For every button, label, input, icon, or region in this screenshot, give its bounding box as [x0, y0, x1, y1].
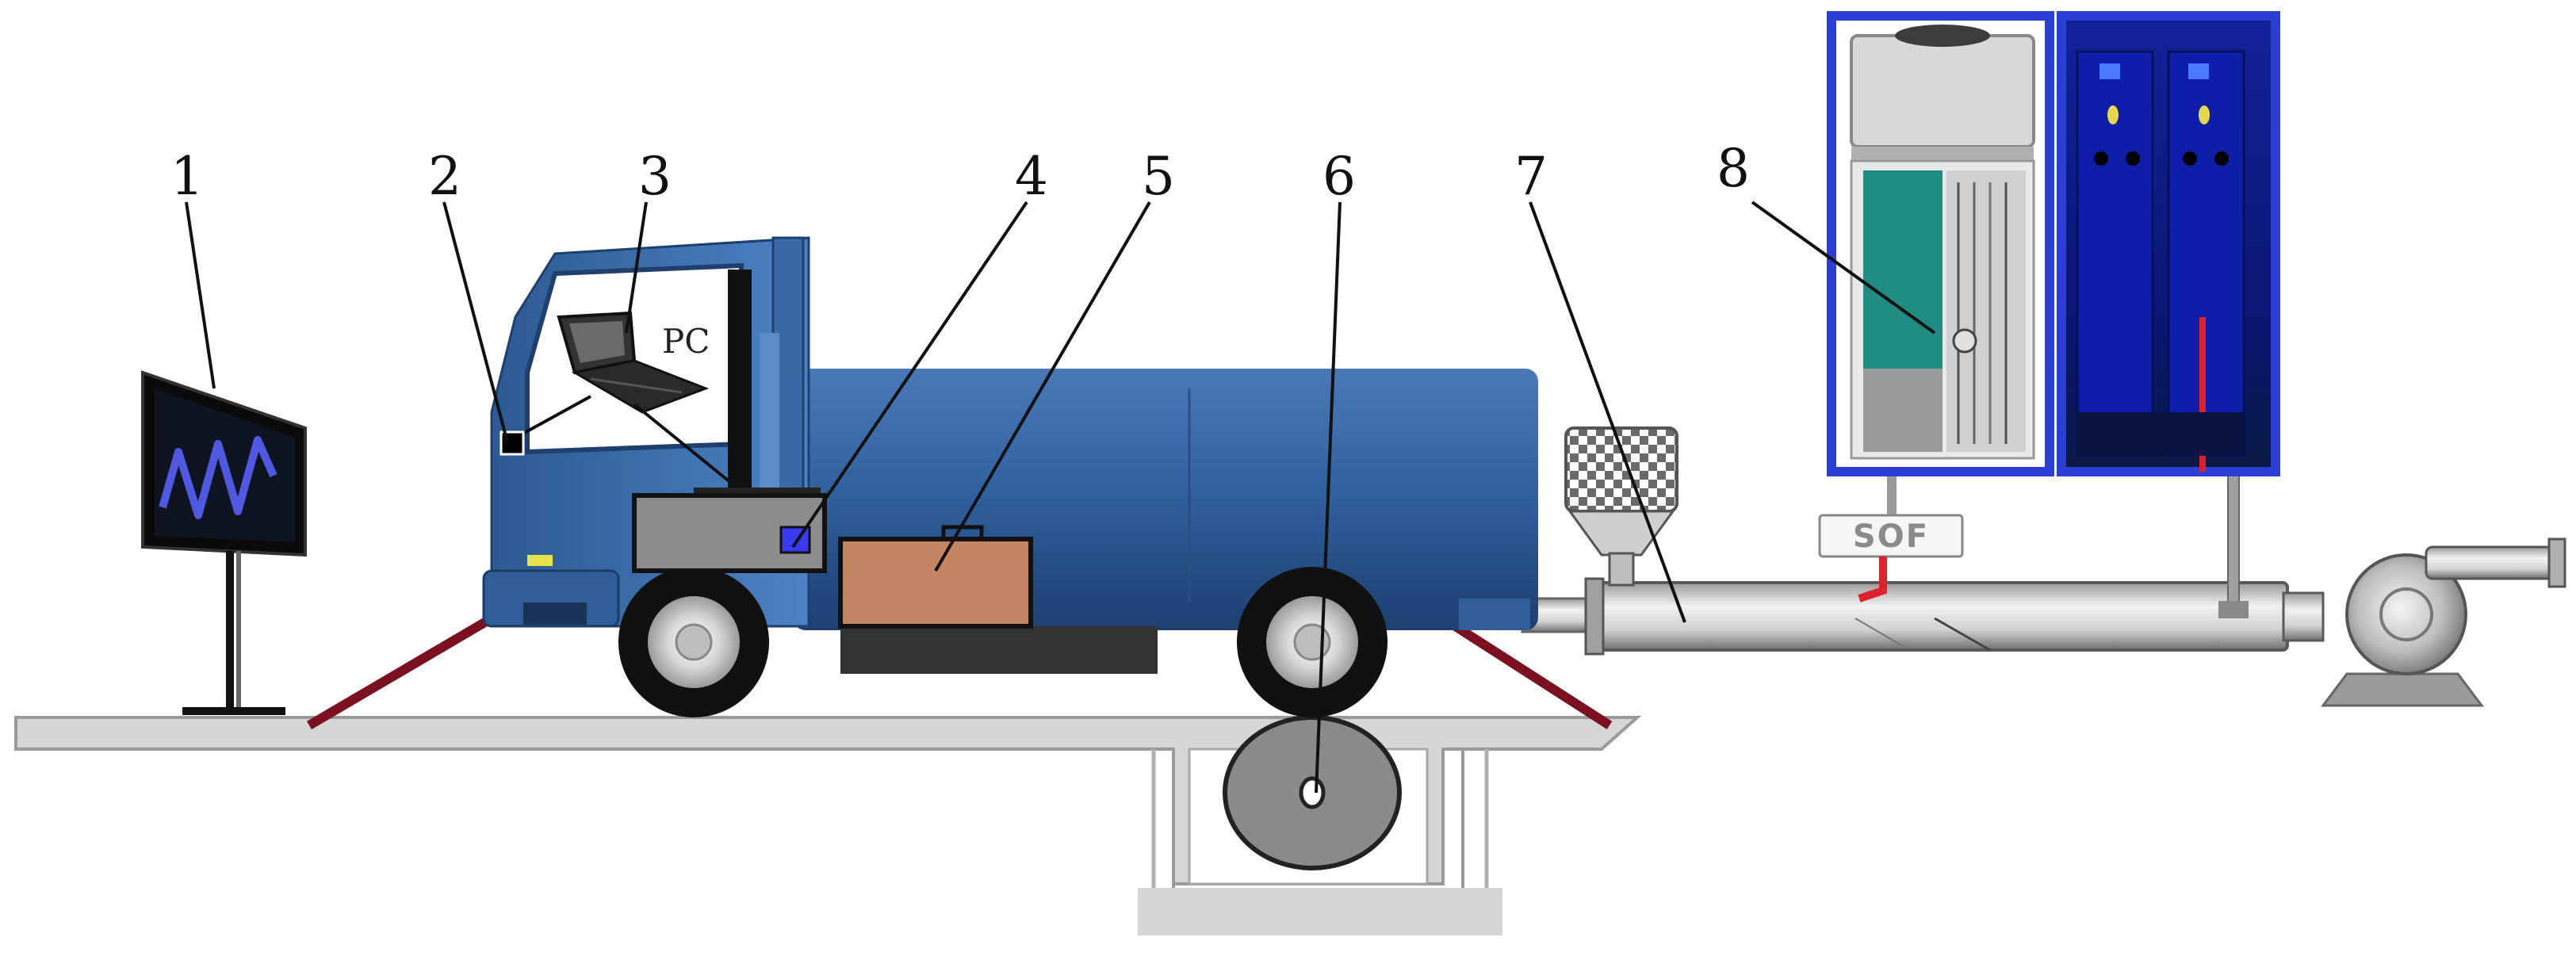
- ground-track: [14, 716, 1642, 935]
- truck-icon: [482, 236, 1538, 717]
- filter-icon: [1564, 426, 1678, 587]
- sof-label: SOF: [1853, 518, 1929, 555]
- callout-3: 3: [638, 146, 672, 207]
- brown-box: [838, 525, 1033, 629]
- monitor-icon: [141, 370, 307, 715]
- measurement-box: [632, 488, 827, 573]
- callout-7: 7: [1514, 146, 1548, 207]
- callout-6: 6: [1322, 146, 1356, 207]
- callout-4: 4: [1015, 146, 1048, 207]
- rear-ramp: [1440, 614, 1613, 730]
- front-ramp: [306, 614, 495, 730]
- pc-label: PC: [662, 322, 710, 361]
- laptop-icon: PC: [557, 311, 710, 414]
- roller-icon: [1223, 715, 1402, 870]
- callout-leaders: [185, 201, 1936, 794]
- callout-2: 2: [428, 146, 461, 207]
- analyzer-cabinet-right: [2057, 11, 2280, 476]
- pump-icon: [2321, 537, 2566, 707]
- analyzer-cabinet-left: [1827, 11, 2054, 476]
- callout-8: 8: [1717, 138, 1750, 199]
- callout-1: 1: [170, 146, 204, 207]
- callout-5: 5: [1142, 146, 1175, 207]
- dilution-tunnel: SOF: [1521, 426, 2325, 656]
